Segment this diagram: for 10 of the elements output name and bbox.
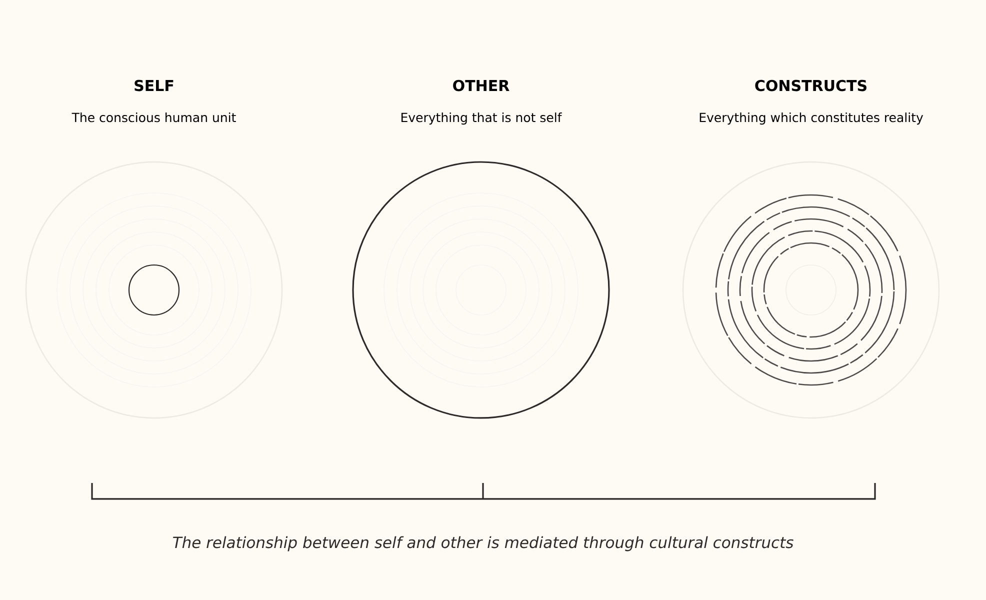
circle-diagram: CONSTRUCTS Everything which constitutes reality <box>682 80 940 419</box>
node-label: SELF <box>134 80 174 92</box>
circle-diagram: SELF The conscious human unit <box>25 80 283 419</box>
node-label: Everything which constitutes reality <box>700 112 924 125</box>
node-label: OTHER <box>453 80 510 92</box>
caption: The relationship between self and other is mediated through cultural constructs <box>173 536 794 552</box>
node-label: CONSTRUCTS <box>755 80 866 92</box>
node-label: The conscious human unit <box>72 112 236 122</box>
circle-diagram: OTHER Everything that is not self <box>352 80 610 419</box>
node-label: Everything that is not self <box>401 112 562 125</box>
